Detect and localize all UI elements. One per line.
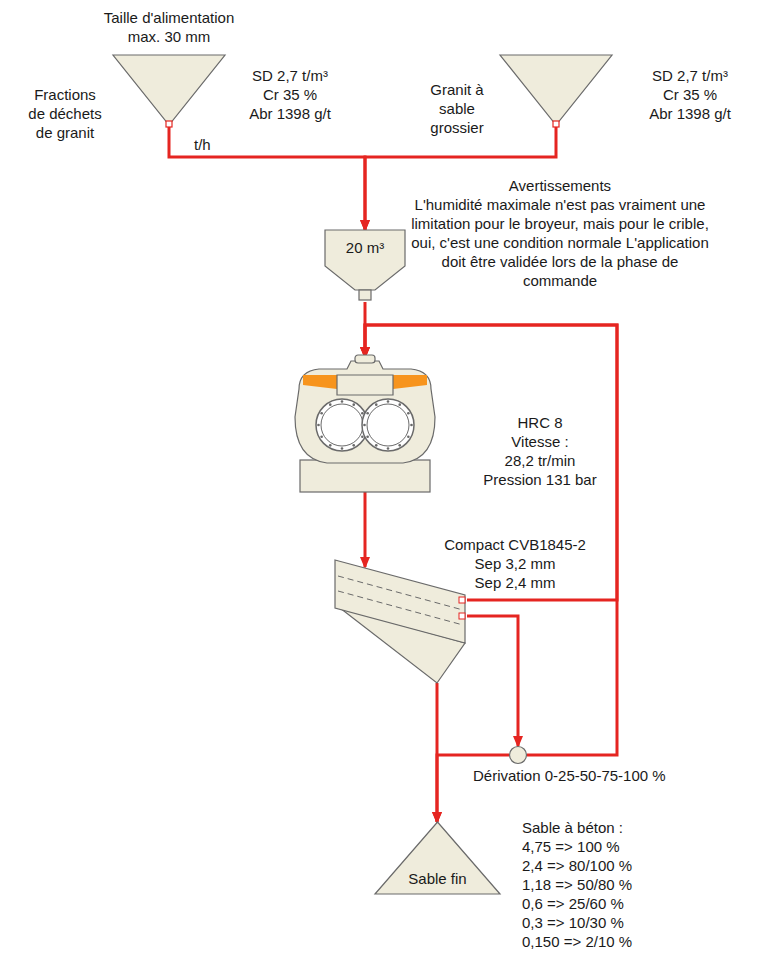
flow-line xyxy=(437,755,509,822)
hopper-name: Fractions de déchets de granit xyxy=(25,85,105,142)
material-spec: Cr 35 % xyxy=(630,85,750,104)
bypass-valve-outline xyxy=(509,746,527,764)
grading-heading: Sable à béton : xyxy=(522,818,623,837)
material-spec: SD 2,7 t/m³ xyxy=(630,66,750,85)
bin-volume: 20 m³ xyxy=(325,238,405,257)
grading-row: 4,75 => 100 % xyxy=(522,837,620,856)
flow-line xyxy=(436,683,439,822)
grading-row: 2,4 => 80/100 % xyxy=(522,856,632,875)
grading-row: 0,3 => 10/30 % xyxy=(522,913,624,932)
crusher-parameter: 28,2 tr/min xyxy=(460,451,620,470)
hopper-name: Granit à sable grossier xyxy=(430,80,484,137)
feed-hopper-outline xyxy=(500,55,612,127)
grading-row: 1,18 => 50/80 % xyxy=(522,875,632,894)
product-stockpile: Sable fin xyxy=(375,822,500,894)
material-spec: Abr 1398 g/t xyxy=(630,104,750,123)
product-name: Sable fin xyxy=(375,869,500,888)
bypass-setting: Dérivation 0-25-50-75-100 % xyxy=(473,766,666,785)
warning-heading: Avertissements xyxy=(410,176,710,195)
bypass-valve: Dérivation 0-25-50-75-100 % xyxy=(509,746,527,764)
deck-cut: Sep 2,4 mm xyxy=(425,573,605,592)
feed-hopper: Granit à sable grossier xyxy=(500,55,612,127)
feed-hopper: Taille d'alimentation max. 30 mmFraction… xyxy=(113,55,225,127)
crusher-model: HRC 8 xyxy=(460,413,620,432)
deck-cut: Sep 3,2 mm xyxy=(425,554,605,573)
feed-size-heading: Taille d'alimentation max. 30 mm xyxy=(94,8,244,46)
grading-row: 0,6 => 25/60 % xyxy=(522,894,624,913)
flow-line xyxy=(169,127,365,230)
vibrating-screen: Compact CVB1845-2Sep 3,2 mmSep 2,4 mm xyxy=(335,555,467,683)
vibrating-screen-outline xyxy=(335,555,467,683)
roll-crusher: HRC 8Vitesse :28,2 tr/minPression 131 ba… xyxy=(285,355,445,492)
flow-line xyxy=(467,616,518,746)
material-spec: SD 2,7 t/m³ xyxy=(230,66,350,85)
material-spec: Cr 35 % xyxy=(230,85,350,104)
warning-note: L'humidité maximale n'est pas vraiment u… xyxy=(410,195,710,290)
crusher-parameter: Vitesse : xyxy=(460,432,620,451)
surge-bin: 20 m³ xyxy=(325,230,405,302)
flow-rate-label: t/h xyxy=(192,136,213,153)
screen-model: Compact CVB1845-2 xyxy=(425,535,605,554)
roll-crusher-outline xyxy=(285,355,445,492)
flow-line xyxy=(364,492,367,567)
feed-hopper-outline xyxy=(113,55,225,127)
crusher-parameter: Pression 131 bar xyxy=(460,470,620,489)
material-spec: Abr 1398 g/t xyxy=(230,104,350,123)
grading-row: 0,150 => 2/10 % xyxy=(522,932,632,951)
